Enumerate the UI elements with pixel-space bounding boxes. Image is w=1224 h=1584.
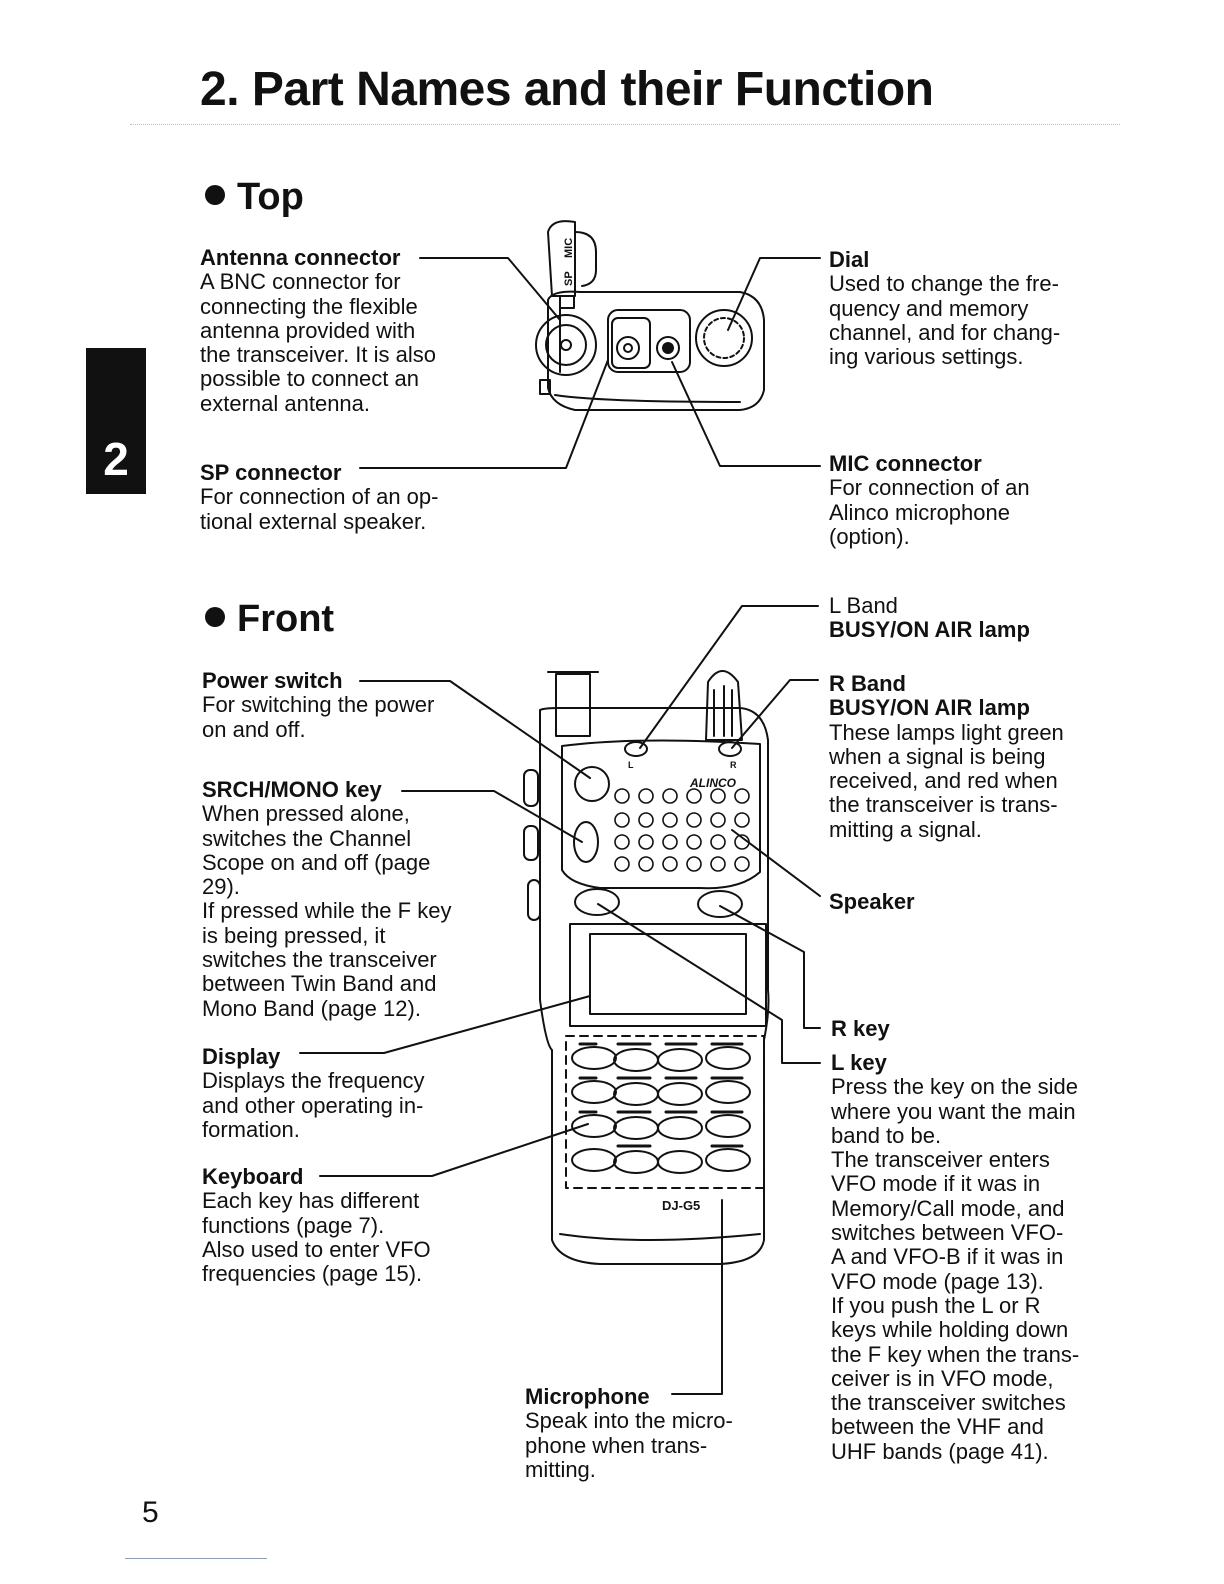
microphone-name: Microphone (525, 1384, 650, 1409)
speaker-name: Speaker (829, 889, 915, 914)
power-switch-desc: For switching the power on and off. (202, 692, 435, 742)
label-mic-connector: MIC connector For connection of an Alinc… (829, 451, 1083, 549)
r-band-lamp-name-2: BUSY/ON AIR lamp (829, 695, 1030, 721)
svg-text:DJ-G5: DJ-G5 (662, 1198, 700, 1213)
l-band-lamp-name-1: L Band (829, 593, 898, 618)
svg-text:ALINCO: ALINCO (689, 776, 737, 790)
page-number: 5 (142, 1496, 159, 1529)
svg-text:L: L (628, 760, 634, 770)
title-rule (130, 124, 1120, 125)
antenna-connector-name: Antenna connector (200, 245, 401, 270)
label-display: Display Displays the frequency and other… (202, 1044, 456, 1142)
label-keyboard: Keyboard Each key has different function… (202, 1164, 462, 1287)
section-heading-top: Top (205, 176, 304, 219)
radio-front-view (523, 670, 770, 1265)
label-power-switch: Power switch For switching the power on … (202, 668, 462, 742)
svg-text:MIC: MIC (563, 238, 575, 258)
footer-rule (125, 1558, 267, 1559)
display-desc: Displays the frequency and other operati… (202, 1068, 425, 1142)
microphone-desc: Speak into the micro- phone when trans- … (525, 1408, 733, 1482)
antenna-connector-desc: A BNC connector for connecting the flexi… (200, 269, 436, 416)
label-srch-mono-key: SRCH/MONO key When pressed alone, switch… (202, 777, 456, 1021)
chapter-tab: 2 (86, 348, 146, 494)
mic-connector-desc: For connection of an Alinco microphone (… (829, 475, 1030, 549)
l-key-desc: Press the key on the side where you want… (831, 1074, 1080, 1464)
label-l-key: L key Press the key on the side where yo… (831, 1050, 1085, 1464)
bullet-icon (205, 606, 225, 627)
section-heading-top-label: Top (237, 176, 304, 218)
power-switch-name: Power switch (202, 668, 343, 693)
display-name: Display (202, 1044, 281, 1069)
label-speaker: Speaker (829, 889, 1029, 914)
chapter-tab-number: 2 (103, 433, 129, 485)
dial-name: Dial (829, 247, 870, 272)
l-band-lamp-name-2: BUSY/ON AIR lamp (829, 617, 1030, 643)
label-r-key: R key (831, 1016, 1031, 1041)
sp-connector-name: SP connector (200, 460, 342, 485)
r-band-lamp-name-1: R Band (829, 671, 906, 696)
label-l-band-lamp: L Band BUSY/ON AIR lamp (829, 593, 1089, 643)
label-r-band-lamp: R Band BUSY/ON AIR lamp These lamps ligh… (829, 671, 1083, 842)
mic-connector-name: MIC connector (829, 451, 982, 476)
radio-top-view (535, 220, 765, 411)
l-key-name: L key (831, 1050, 887, 1075)
section-heading-front-label: Front (237, 598, 335, 640)
dial-desc: Used to change the fre- quency and memor… (829, 271, 1061, 370)
section-heading-front: Front (205, 598, 334, 641)
keyboard-name: Keyboard (202, 1164, 304, 1189)
srch-mono-key-name: SRCH/MONO key (202, 777, 382, 802)
r-key-name: R key (831, 1016, 890, 1041)
label-antenna-connector: Antenna connector A BNC connector for co… (200, 245, 454, 416)
label-dial: Dial Used to change the fre- quency and … (829, 247, 1085, 370)
label-sp-connector: SP connector For connection of an op- ti… (200, 460, 470, 534)
svg-text:R: R (730, 760, 737, 770)
r-band-lamp-desc: These lamps light green when a signal is… (829, 719, 1064, 842)
page-title: 2. Part Names and their Function (200, 63, 934, 116)
bullet-icon (205, 184, 225, 205)
keyboard-desc: Each key has different functions (page 7… (202, 1188, 431, 1287)
srch-mono-key-desc: When pressed alone, switches the Channel… (202, 801, 452, 1021)
label-microphone: Microphone Speak into the micro- phone w… (525, 1384, 779, 1482)
sp-connector-desc: For connection of an op- tional external… (200, 484, 439, 534)
svg-text:SP: SP (563, 271, 575, 286)
